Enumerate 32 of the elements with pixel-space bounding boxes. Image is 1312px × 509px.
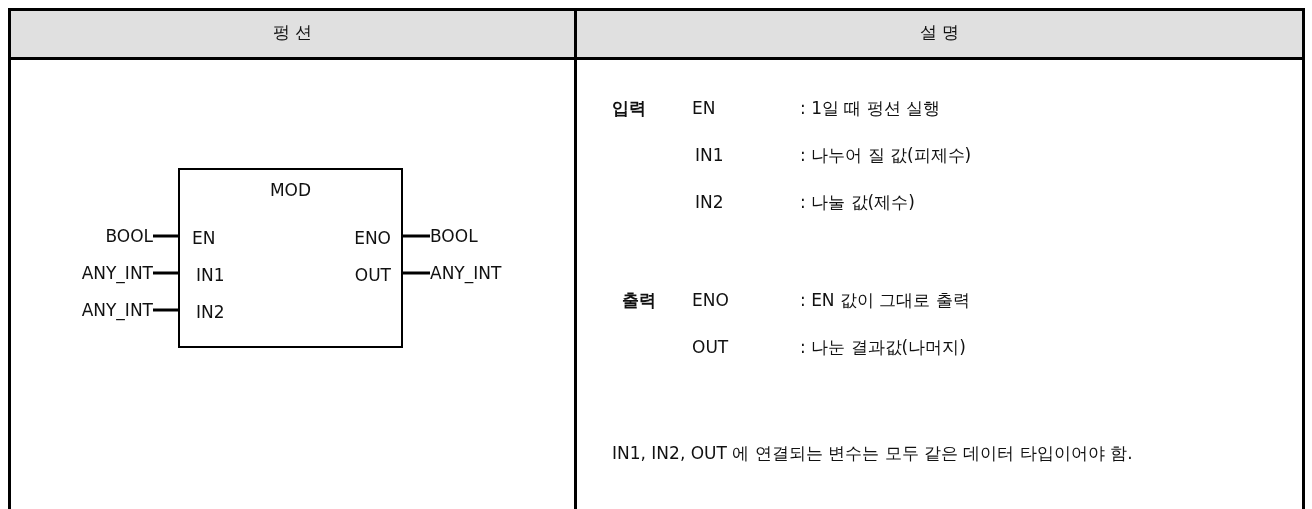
- description-text: : 1일 때 펑션 실행: [800, 98, 941, 118]
- pin-name: ENO: [354, 228, 391, 248]
- pin-line: [153, 234, 178, 238]
- pin-name: EN: [692, 98, 716, 118]
- description-text: : 나누어 질 값(피제수): [800, 145, 972, 165]
- pin-line: [403, 271, 430, 275]
- data-type-label: BOOL: [60, 226, 153, 246]
- description-text: : EN 값이 그대로 출력: [800, 290, 970, 310]
- column-heading: 설 명: [919, 22, 960, 42]
- note-text: IN1, IN2, OUT 에 연결되는 변수는 모두 같은 데이터 타입이어야 함.: [612, 442, 1134, 465]
- pin-name: EN: [192, 228, 216, 248]
- pin-line: [153, 271, 178, 275]
- pin-name: ENO: [692, 290, 729, 310]
- function-block: [178, 168, 403, 348]
- pin-name: OUT: [354, 265, 391, 285]
- pin-line: [403, 234, 430, 238]
- pin-line: [153, 308, 178, 312]
- pin-name: IN1: [695, 145, 724, 165]
- block-title: MOD: [269, 180, 312, 200]
- data-type-label: ANY_INT: [430, 263, 550, 283]
- description-text: : 나눌 값(제수): [800, 192, 915, 212]
- description-text: : 나눈 결과값(나머지): [800, 337, 966, 357]
- data-type-label: ANY_INT: [40, 263, 153, 283]
- pin-name: OUT: [692, 337, 729, 357]
- data-type-label: BOOL: [430, 226, 530, 246]
- pin-name: IN2: [695, 192, 724, 212]
- pin-name: IN2: [196, 302, 225, 322]
- section-label: 입력: [612, 98, 646, 118]
- pin-name: IN1: [196, 265, 225, 285]
- section-label: 출력: [622, 290, 656, 310]
- column-heading: 펑 션: [272, 22, 313, 42]
- data-type-label: ANY_INT: [40, 300, 153, 320]
